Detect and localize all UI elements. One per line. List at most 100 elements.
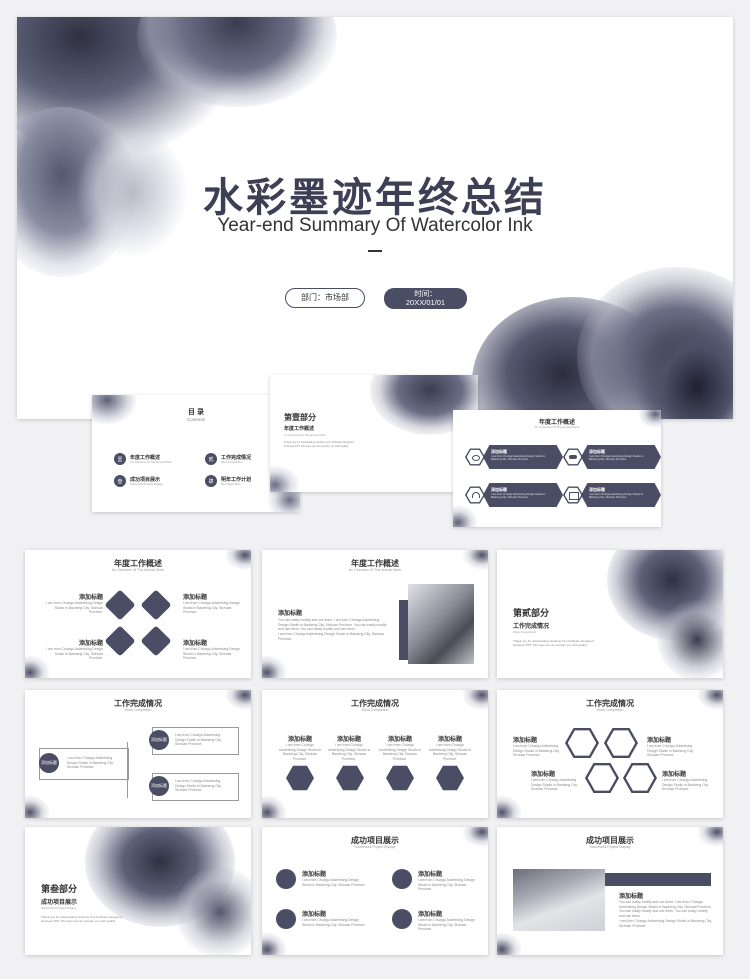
toc-slide: 目 录 Contents 壹 年度工作概述 An Overview Of The… [92, 395, 300, 512]
item-title: 添加标题 [662, 772, 687, 778]
item-desc: I am from Chuzigu Advertising Design Stu… [183, 647, 240, 661]
slide-subtitle: An Overview Of The Annual Work [111, 568, 165, 572]
document-icon [276, 909, 296, 929]
cluster-item-2: 添加标题 I am from Chuzigu Advertising Desig… [647, 735, 699, 758]
toc-item-sub: An Overview Of The Annual Work [130, 460, 172, 464]
header-bar [587, 873, 711, 886]
item-desc: I am from Chuzigu Advertising Design Stu… [302, 918, 366, 927]
slide-title: 工作完成情况 [586, 699, 634, 708]
toc-num-badge: 肆 [205, 475, 217, 487]
item-desc: I am from Chuzigu Advertising Design Stu… [46, 647, 103, 661]
work-hexrow-slide: 工作完成情况 Work Completion 添加标题 I am from Ch… [262, 690, 488, 818]
x-item-2: 添加标题 I am from Chuzigu Advertising Desig… [183, 592, 243, 615]
project-icons-slide: 成功项目展示 Successful Project Display 添加标题 I… [262, 827, 488, 955]
x-item-4: 添加标题 I am from Chuzigu Advertising Desig… [183, 638, 243, 661]
banner-item-4: 添加标题 I am from Chuzigu Advertising Desig… [563, 483, 661, 507]
toc-item-label: 工作完成情况 [221, 455, 252, 461]
item-desc: I am from Chuzigu Advertising Design Stu… [428, 743, 472, 761]
share-icon [386, 765, 414, 791]
item-title: 添加标题 [302, 872, 327, 878]
overview-x-slide: 年度工作概述 An Overview Of The Annual Work 添加… [25, 550, 251, 678]
slide-subtitle: An Overview Of The Annual Work [348, 568, 402, 572]
item-title: 添加标题 [437, 737, 462, 743]
headphones-icon [472, 492, 480, 498]
share-icon [392, 869, 412, 889]
hexrow-item-3: 添加标题 I am from Chuzigu Advertising Desig… [378, 734, 422, 761]
x-item-3: 添加标题 I am from Chuzigu Advertising Desig… [41, 638, 103, 661]
grid-icon [565, 727, 599, 759]
banner-title: 添加标题 [589, 449, 605, 454]
banner-title: 添加标题 [491, 449, 507, 454]
item-title: 添加标题 [183, 595, 208, 601]
banner-item-1: 添加标题 I am from Chuzigu Advertising Desig… [465, 445, 563, 469]
section3-sub: Successful Project Display [41, 906, 77, 910]
item-title: 添加标题 [513, 738, 538, 744]
bullet-2: I am from Chuzigu Advertising Design Stu… [278, 632, 385, 641]
bullet-2: I am from Chuzigu Advertising Design Stu… [619, 919, 712, 928]
work-hexcluster-slide: 工作完成情况 Work Completion 添加标题 I am from Ch… [497, 690, 723, 818]
toc-title: 目 录 [188, 409, 204, 416]
x-item-1: 添加标题 I am from Chuzigu Advertising Desig… [41, 592, 103, 615]
left-badge: 添加标题 [39, 753, 59, 773]
cluster-item-1: 添加标题 I am from Chuzigu Advertising Desig… [513, 735, 561, 758]
writing-photo [513, 869, 605, 931]
layers-icon [336, 765, 364, 791]
slide-title: 年度工作概述 [351, 559, 399, 568]
cover-title-cn: 水彩墨迹年终总结 [203, 176, 547, 220]
project-item-1: 添加标题 I am from Chuzigu Advertising Desig… [302, 869, 368, 887]
section3-body: Thank you for downloading Jianbing Chu S… [41, 915, 122, 924]
overview-photo-slide: 年度工作概述 An Overview Of The Annual Work 添加… [262, 550, 488, 678]
toc-item-sub: Work Completion [221, 460, 243, 464]
cup-icon [276, 869, 296, 889]
item-title: 添加标题 [78, 641, 103, 647]
target-icon [392, 909, 412, 929]
slide-subtitle: Work Completion [596, 708, 624, 712]
toc-num-badge: 贰 [205, 453, 217, 465]
slide-title: 工作完成情况 [114, 699, 162, 708]
connector-line [127, 742, 128, 798]
right-desc-2: I am from Chuzigu Advertising Design Stu… [175, 779, 222, 793]
section2-title: 工作完成情况 [513, 624, 550, 630]
slide-title: 成功项目展示 [586, 836, 634, 845]
item-title: 添加标题 [183, 641, 208, 647]
item-desc: I am from Chuzigu Advertising Design Stu… [278, 743, 322, 761]
window-icon [585, 762, 619, 794]
dept-pill: 部门：市场部 [285, 288, 365, 308]
section3-slide: 第叁部分 成功项目展示 Successful Project Display T… [25, 827, 251, 955]
folder-icon [569, 492, 579, 500]
bullet-1: You can easily modify and use them. I am… [278, 618, 387, 632]
toc-item-label: 明年工作计划 [221, 477, 252, 483]
section2-body: Thank you for downloading Jianbing Chu S… [513, 639, 594, 648]
search-icon [436, 765, 464, 791]
chart-icon [286, 765, 314, 791]
banner-item-3: 添加标题 I am from Chuzigu Advertising Desig… [465, 483, 563, 507]
item-desc: I am from Chuzigu Advertising Design Stu… [531, 778, 578, 792]
section1-sub: An Overview Of The Annual Work [284, 433, 326, 437]
item-desc: I am from Chuzigu Advertising Design Stu… [662, 778, 709, 792]
item-title: 添加标题 [78, 595, 103, 601]
slide-subtitle: Work Completion [361, 708, 389, 712]
item-title: 添加标题 [287, 737, 312, 743]
slide-subtitle: Successful Project Display [354, 845, 396, 849]
cluster-item-4: 添加标题 I am from Chuzigu Advertising Desig… [662, 769, 714, 792]
project-item-2: 添加标题 I am from Chuzigu Advertising Desig… [418, 869, 480, 892]
banner-title: 添加标题 [491, 487, 507, 492]
slide-title: 工作完成情况 [351, 699, 399, 708]
slide-title: 成功项目展示 [351, 836, 399, 845]
section3-title: 成功项目展示 [41, 900, 78, 906]
overview-banners-slide: 年度工作概述 An Overview Of The Annual Work 添加… [453, 410, 661, 527]
slide-subtitle: Successful Project Display [589, 845, 631, 849]
section3-part: 第叁部分 [41, 884, 78, 894]
time-pill: 时间： 20XX/01/01 [384, 288, 467, 309]
toc-item-sub: Successful Project Display [130, 482, 163, 486]
item-desc: I am from Chuzigu Advertising Design Stu… [513, 744, 560, 758]
toc-subtitle: Contents [186, 417, 205, 422]
item-desc: I am from Chuzigu Advertising Design Stu… [183, 601, 240, 615]
section1-title: 年度工作概述 [284, 426, 315, 432]
item-desc: I am from Chuzigu Advertising Design Stu… [647, 744, 694, 758]
camera-icon [623, 762, 657, 794]
banner-desc: I am from Chuzigu Advertising Design Stu… [589, 455, 644, 462]
bullet-1: You can easily modify and use them. I am… [619, 900, 712, 918]
section2-slide: 第贰部分 工作完成情况 Work Completion Thank you fo… [497, 550, 723, 678]
time-label: 时间： [414, 289, 437, 298]
